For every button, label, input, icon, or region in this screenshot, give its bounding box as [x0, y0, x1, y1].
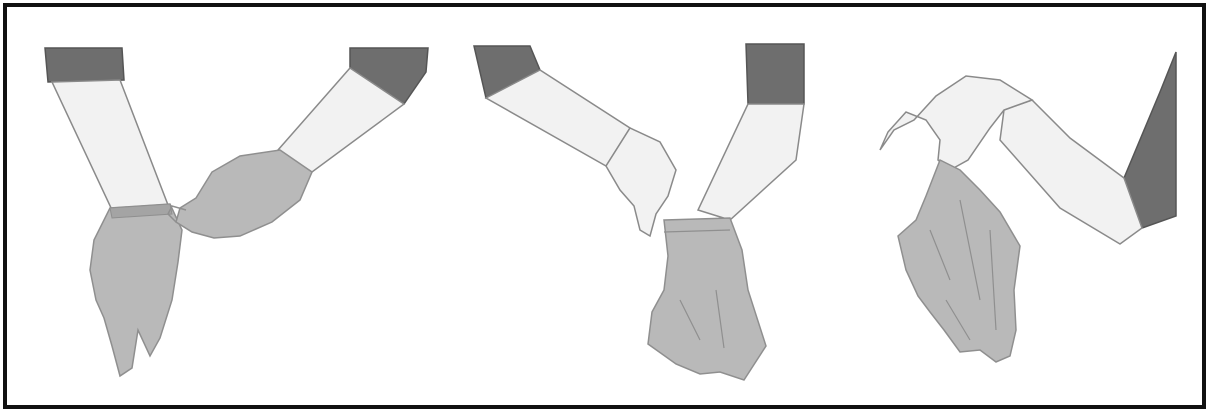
- panel-2-glove-fold: [663, 229, 731, 349]
- panel-3-arm: [999, 99, 1143, 245]
- panel-1-pinch-fingers: [167, 205, 187, 223]
- panel-1-left-gloved-hand: [89, 203, 183, 378]
- panel-3-removed-gloves: [897, 158, 1021, 363]
- panel-2-bare-hand: [605, 127, 677, 238]
- panel-2-gloved-hand: [647, 217, 767, 381]
- panel-1-left-sleeve: [44, 47, 125, 83]
- panel-3-hand: [879, 75, 1034, 171]
- panel-1-right-gloved-hand: [175, 149, 313, 239]
- panel-2-right-forearm: [696, 103, 805, 221]
- panel-1: [44, 47, 429, 378]
- panel-2-right-sleeve: [745, 43, 805, 105]
- panel-1-right-sleeve: [349, 47, 429, 106]
- panel-3-glove-folds: [929, 199, 997, 341]
- panel-3: [879, 51, 1177, 363]
- panel-1-left-glove-cuff: [109, 203, 173, 219]
- panel-2: [473, 43, 805, 381]
